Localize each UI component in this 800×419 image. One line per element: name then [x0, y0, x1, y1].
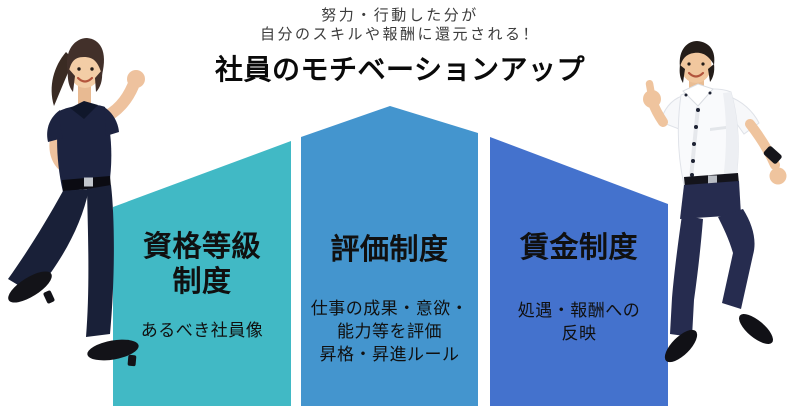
pillar-desc-wage: 処遇・報酬への 反映 [517, 301, 641, 343]
pillar-title-qualification: 資格等級 制度 [142, 231, 261, 298]
header-subtitle-line1: 努力・行動した分が [321, 7, 479, 24]
page-title: 社員のモチベーションアップ [215, 54, 585, 85]
header: 努力・行動した分が 自分のスキルや報酬に還元される！ 社員のモチベーションアップ [0, 7, 800, 87]
pillar-title-evaluation: 評価制度 [330, 234, 449, 266]
pillar-desc-evaluation: 仕事の成果・意欲・ 能力等を評価 昇格・昇進ルール [310, 299, 469, 364]
man-figure [643, 41, 787, 363]
pillar-shape-evaluation [301, 106, 478, 406]
pillar-title-wage: 賃金制度 [519, 232, 638, 264]
pillar-shape-qualification [113, 141, 291, 406]
jumping-woman-photo [8, 38, 145, 367]
jumping-man-photo [643, 41, 787, 363]
woman-figure [8, 38, 145, 367]
pillar-shape-wage [490, 137, 668, 406]
pillar-desc-qualification: あるべき社員像 [140, 321, 264, 340]
header-subtitle-line2: 自分のスキルや報酬に還元される！ [259, 25, 540, 43]
